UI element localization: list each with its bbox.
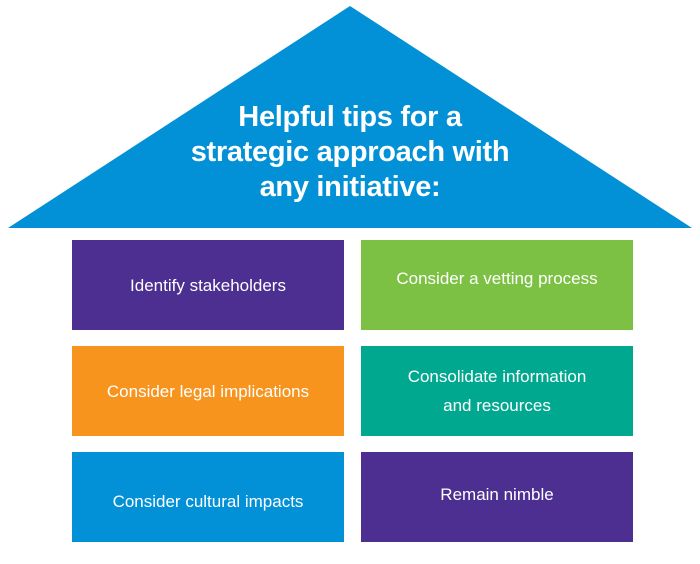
roof-title-line-3: any initiative:: [259, 171, 441, 203]
tip-consolidate-information: Consolidate information and resources: [361, 346, 633, 436]
tip-label: Remain nimble: [440, 484, 554, 504]
tip-label: Identify stakeholders: [130, 275, 286, 295]
roof-title-line-2: strategic approach with: [190, 136, 510, 168]
tip-remain-nimble: Remain nimble: [361, 452, 633, 542]
tip-cultural-impacts: Consider cultural impacts: [72, 452, 344, 542]
tip-label: Consider cultural impacts: [112, 491, 304, 511]
tip-label: Consider a vetting process: [396, 268, 598, 288]
roof-title-line-1: Helpful tips for a: [238, 101, 462, 133]
tip-label-line-2: and resources: [443, 396, 551, 415]
tip-label-line-1: Consolidate information: [407, 367, 587, 386]
tip-label: Consider legal implications: [106, 381, 310, 401]
tip-legal-implications: Consider legal implications: [72, 346, 344, 436]
tip-identify-stakeholders: Identify stakeholders: [72, 240, 344, 330]
roof-triangle: [8, 6, 692, 228]
roof-title: Helpful tips for a strategic approach wi…: [150, 100, 550, 205]
tip-vetting-process: Consider a vetting process: [361, 240, 633, 330]
